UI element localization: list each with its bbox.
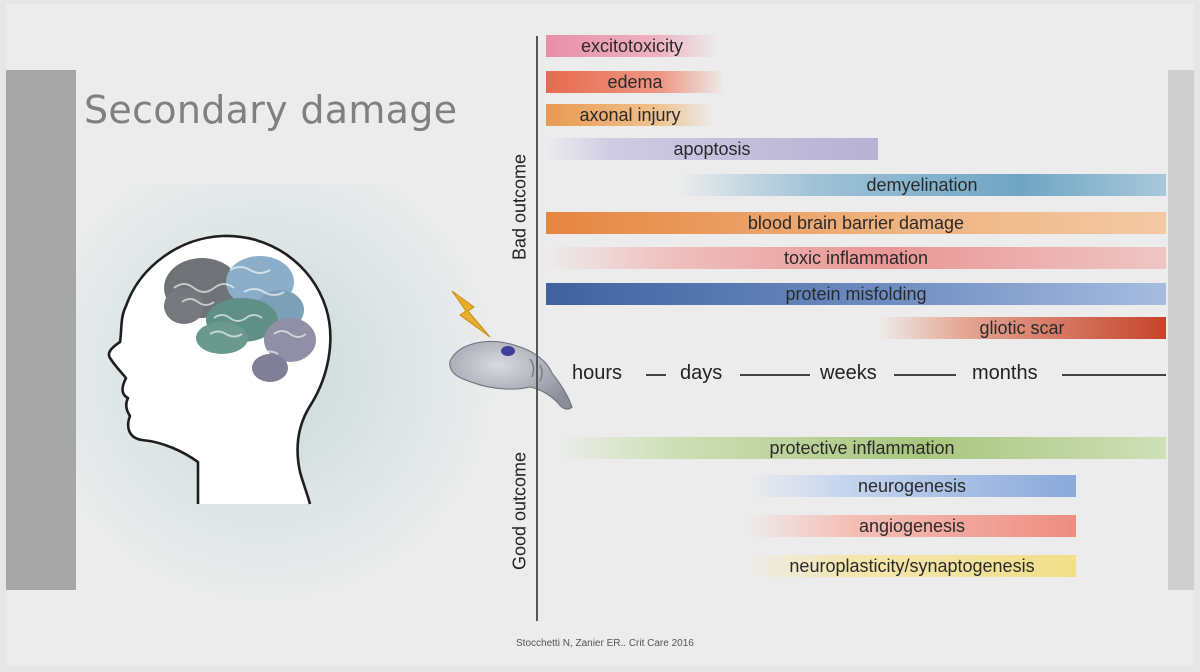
timeline-dash-1 [646,374,666,376]
right-side-bar [1168,70,1194,590]
bad-outcome-label: Bad outcome [509,153,530,261]
slide-title: Secondary damage [84,88,458,132]
slide: Secondary damage Ba [6,4,1194,666]
outcome-axis [536,36,538,621]
timeline-days: days [680,362,723,384]
timeline-dash-3 [894,374,956,376]
lightning-bolt-icon [451,290,491,338]
process-bar-demyelination: demyelination [678,174,1166,196]
rodent-brain-icon [449,341,573,410]
citation: Stocchetti N, Zanier ER.. Crit Care 2016 [516,638,694,649]
process-bar-edema: edema [546,71,724,93]
process-bar-toxic-inflammation: toxic inflammation [546,247,1166,269]
timeline-weeks: weeks [820,362,877,384]
process-bar-apoptosis: apoptosis [546,138,878,160]
process-bar-neurogenesis: neurogenesis [748,475,1076,497]
timeline-dash-2 [740,374,810,376]
timeline-months: months [972,362,1038,384]
process-bar-protein-misfolding: protein misfolding [546,283,1166,305]
timeline-hours: hours [572,362,623,384]
process-bar-angiogenesis: angiogenesis [748,515,1076,537]
process-bar-neuroplasticity-synaptogenesis: neuroplasticity/synaptogenesis [748,555,1076,577]
process-bar-axonal-injury: axonal injury [546,104,714,126]
process-bar-protective-inflammation: protective inflammation [558,437,1166,459]
human-head-brain-icon [107,234,332,505]
good-outcome-label: Good outcome [509,451,530,571]
process-bar-excitotoxicity: excitotoxicity [546,35,718,57]
process-bar-blood-brain-barrier-damage: blood brain barrier damage [546,212,1166,234]
left-side-bar [6,70,76,590]
process-bar-gliotic-scar: gliotic scar [878,317,1166,339]
timeline-dash-4 [1062,374,1166,376]
